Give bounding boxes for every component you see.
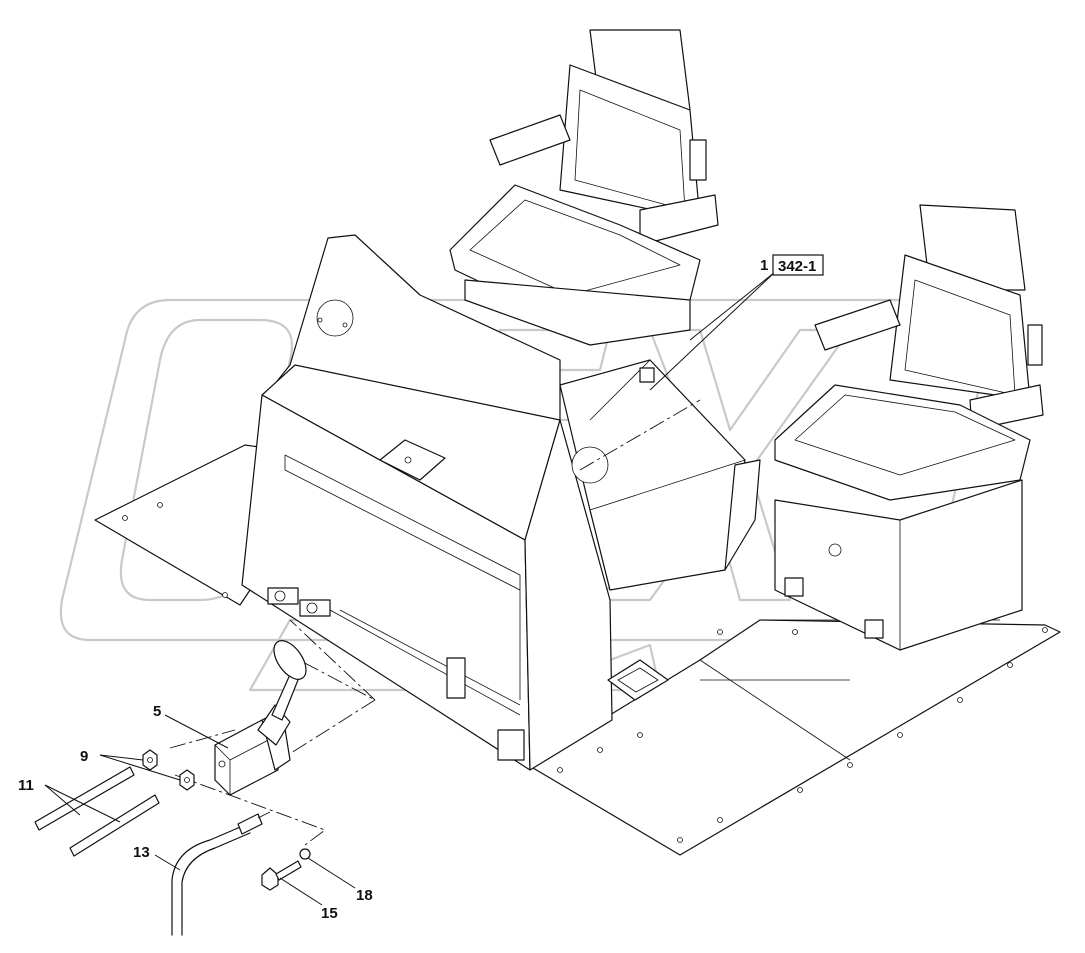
hand-pump-assembly bbox=[214, 640, 307, 796]
floor-pedal bbox=[607, 659, 669, 701]
callout-11: 11 bbox=[18, 777, 34, 794]
reference-box bbox=[772, 254, 824, 276]
nut-pair bbox=[142, 749, 195, 791]
washer bbox=[299, 848, 311, 860]
bolt bbox=[261, 860, 302, 891]
rod-pair bbox=[34, 766, 160, 857]
callout-15: 15 bbox=[321, 905, 338, 922]
callout-18: 18 bbox=[356, 887, 373, 904]
callout-13: 13 bbox=[133, 844, 150, 861]
operator-seat-front bbox=[774, 204, 1044, 651]
operator-seat-rear bbox=[449, 29, 719, 346]
callout-1: 1 bbox=[760, 257, 768, 274]
callout-labels: 1 342-1 5 9 11 13 15 18 bbox=[18, 254, 824, 922]
callout-9: 9 bbox=[80, 748, 88, 765]
hinge-clamps bbox=[267, 309, 655, 617]
main-console-body bbox=[241, 364, 613, 771]
console-side-pod bbox=[559, 359, 761, 591]
hydraulic-hose bbox=[171, 811, 271, 936]
callout-1-reference: 342-1 bbox=[778, 258, 816, 275]
callout-5: 5 bbox=[153, 703, 161, 720]
leader-lines bbox=[44, 271, 776, 906]
